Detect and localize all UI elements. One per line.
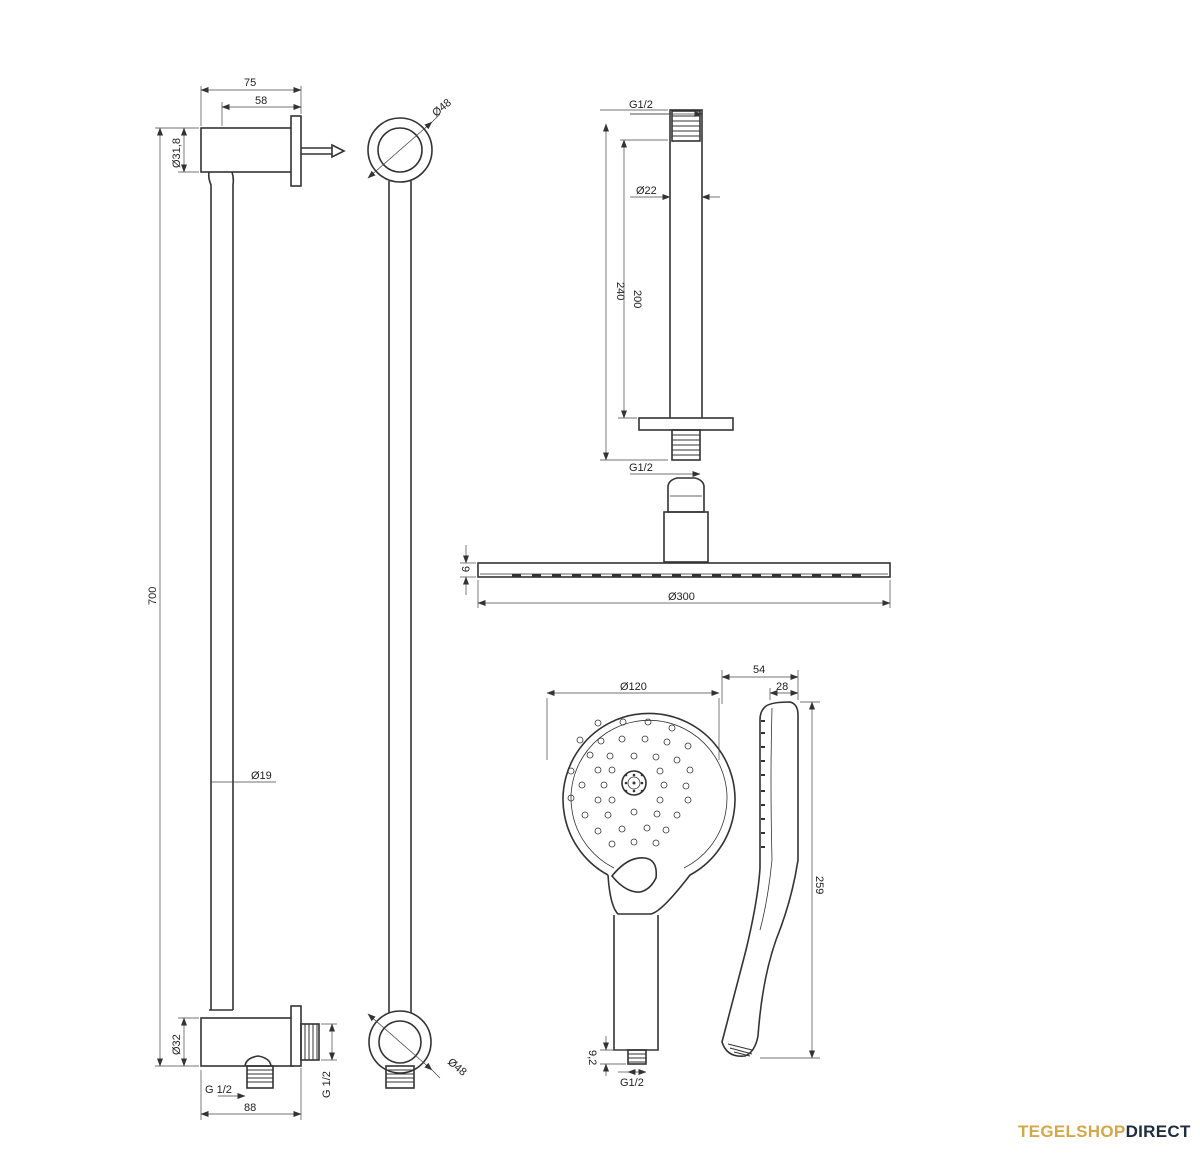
dim-head-9: 9 [459,566,471,572]
dim-ring-bottom: Ø48 [445,1056,469,1079]
brand-logo: TEGELSHOPDIRECT [1018,1122,1191,1142]
dim-hand-259: 259 [813,876,825,894]
dim-88: 88 [244,1102,256,1114]
dim-hand-54: 54 [753,664,765,676]
dim-thread-left: G 1/2 [205,1084,232,1096]
dim-hand-thread: G1/2 [620,1077,644,1089]
dim-arm-bottom-thread: G1/2 [629,462,653,474]
brand-logo-part1: TEGELSHOP [1018,1122,1126,1141]
dim-700: 700 [147,587,159,605]
overhead-shower: 9 Ø300 [459,477,891,608]
dim-arm-top-thread: G1/2 [629,99,653,111]
dim-ring-top: Ø48 [430,97,454,120]
dim-arm-200: 200 [631,290,643,308]
dim-thread-right: G 1/2 [321,1071,333,1098]
dim-arm-dia: Ø22 [636,185,657,197]
dim-hand-28: 28 [776,681,788,693]
dim-hand-9-2: 9,2 [586,1050,598,1065]
shower-arm: G1/2 Ø22 200 240 G1/2 [600,99,734,477]
dim-hand-120: Ø120 [620,681,647,693]
slide-bar-side-view: 75 58 Ø31,8 700 Ø19 Ø32 G 1/2 88 G 1/2 [147,77,346,1120]
slide-bar-front-view: Ø48 Ø48 [367,97,469,1089]
dim-bracket-dia: Ø31,8 [171,138,183,168]
dim-75: 75 [244,77,256,89]
dim-tube-dia: Ø19 [251,770,272,782]
dim-arm-240: 240 [614,282,626,300]
hand-shower-front: Ø120 9,2 G1/2 [546,681,736,1089]
brand-logo-part2: DIRECT [1125,1122,1191,1141]
dim-lower-dia: Ø32 [171,1034,183,1055]
dim-head-300: Ø300 [668,591,695,603]
hand-shower-side: 54 28 259 [721,664,825,1059]
dim-58: 58 [255,95,267,107]
